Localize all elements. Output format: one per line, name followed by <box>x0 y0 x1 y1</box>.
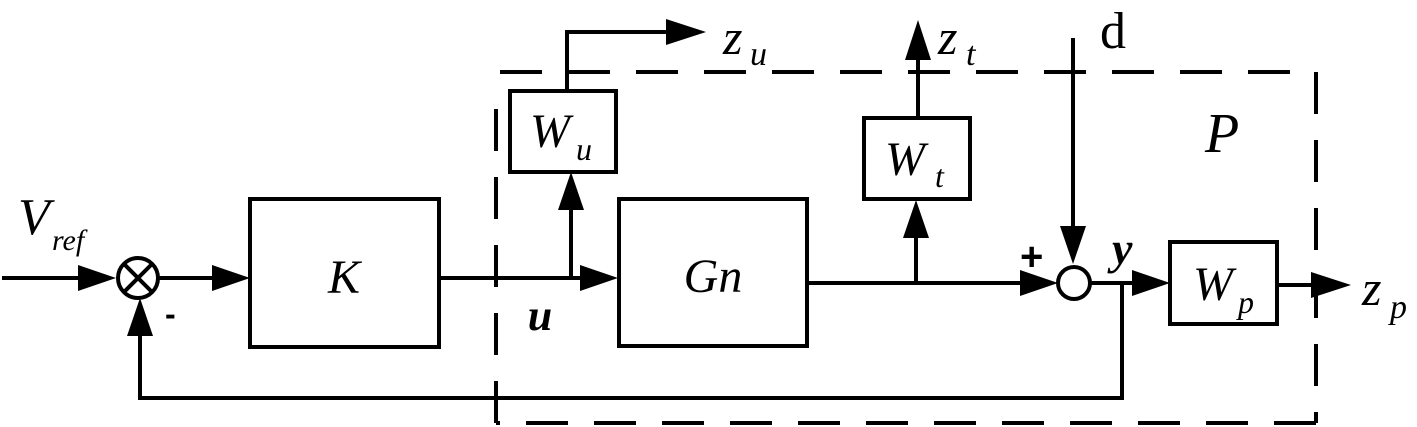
svg-text:t: t <box>966 36 977 73</box>
control-arrow-icon <box>580 265 618 291</box>
nominal-plant-label: Gn <box>684 250 743 303</box>
z-u-arrow-icon <box>666 19 706 45</box>
controller-block <box>248 197 441 349</box>
weight-t-label: W t <box>885 133 945 194</box>
nominal-plant-block <box>617 197 809 348</box>
z-p-arrow-icon <box>1311 272 1351 298</box>
plus-sign: + <box>1020 235 1043 279</box>
reference-label: V ref <box>18 189 88 257</box>
disturbance-label: d <box>1100 3 1126 60</box>
weight-u-block <box>508 89 618 174</box>
z-u-line <box>565 30 670 91</box>
svg-text:W: W <box>885 133 929 186</box>
svg-text:z: z <box>1361 260 1381 316</box>
plant-label: P <box>1204 103 1239 165</box>
svg-text:z: z <box>937 9 957 65</box>
output-arrow-icon <box>1132 270 1170 296</box>
z-u-label: z u <box>722 9 767 73</box>
z-t-label: z t <box>937 9 977 73</box>
svg-text:u: u <box>576 131 592 167</box>
weight-t-block <box>862 116 972 201</box>
svg-text:ref: ref <box>52 224 88 257</box>
svg-text:t: t <box>935 158 945 194</box>
plant-output-arrow-icon <box>1020 270 1058 296</box>
wu-input-arrow-icon <box>558 172 584 210</box>
svg-text:p: p <box>1236 284 1254 320</box>
z-t-arrow-icon <box>905 20 931 60</box>
svg-text:V: V <box>18 189 55 246</box>
svg-text:W: W <box>530 105 574 158</box>
plant-boundary <box>494 70 1318 425</box>
svg-text:p: p <box>1388 289 1407 326</box>
control-label: u <box>528 291 552 340</box>
svg-text:W: W <box>1193 258 1237 311</box>
disturbance-arrow-icon <box>1060 226 1086 264</box>
feedback-minus-sign: - <box>165 296 176 332</box>
weight-u-label: W u <box>530 105 592 167</box>
feedback-arrow-icon <box>127 298 153 336</box>
svg-text:u: u <box>750 36 767 73</box>
svg-text:z: z <box>722 9 742 65</box>
reference-arrow-icon <box>78 265 116 291</box>
controller-label: K <box>327 251 363 304</box>
z-p-label: z p <box>1361 260 1407 326</box>
disturbance-sum-junction <box>1056 265 1092 301</box>
error-sum-junction <box>116 256 160 300</box>
output-label: y <box>1107 223 1133 274</box>
weight-p-label: W p <box>1193 258 1254 320</box>
error-arrow-icon <box>212 265 250 291</box>
feedback-line <box>138 283 1124 400</box>
wt-input-arrow-icon <box>903 200 929 238</box>
weight-p-block <box>1168 240 1279 326</box>
